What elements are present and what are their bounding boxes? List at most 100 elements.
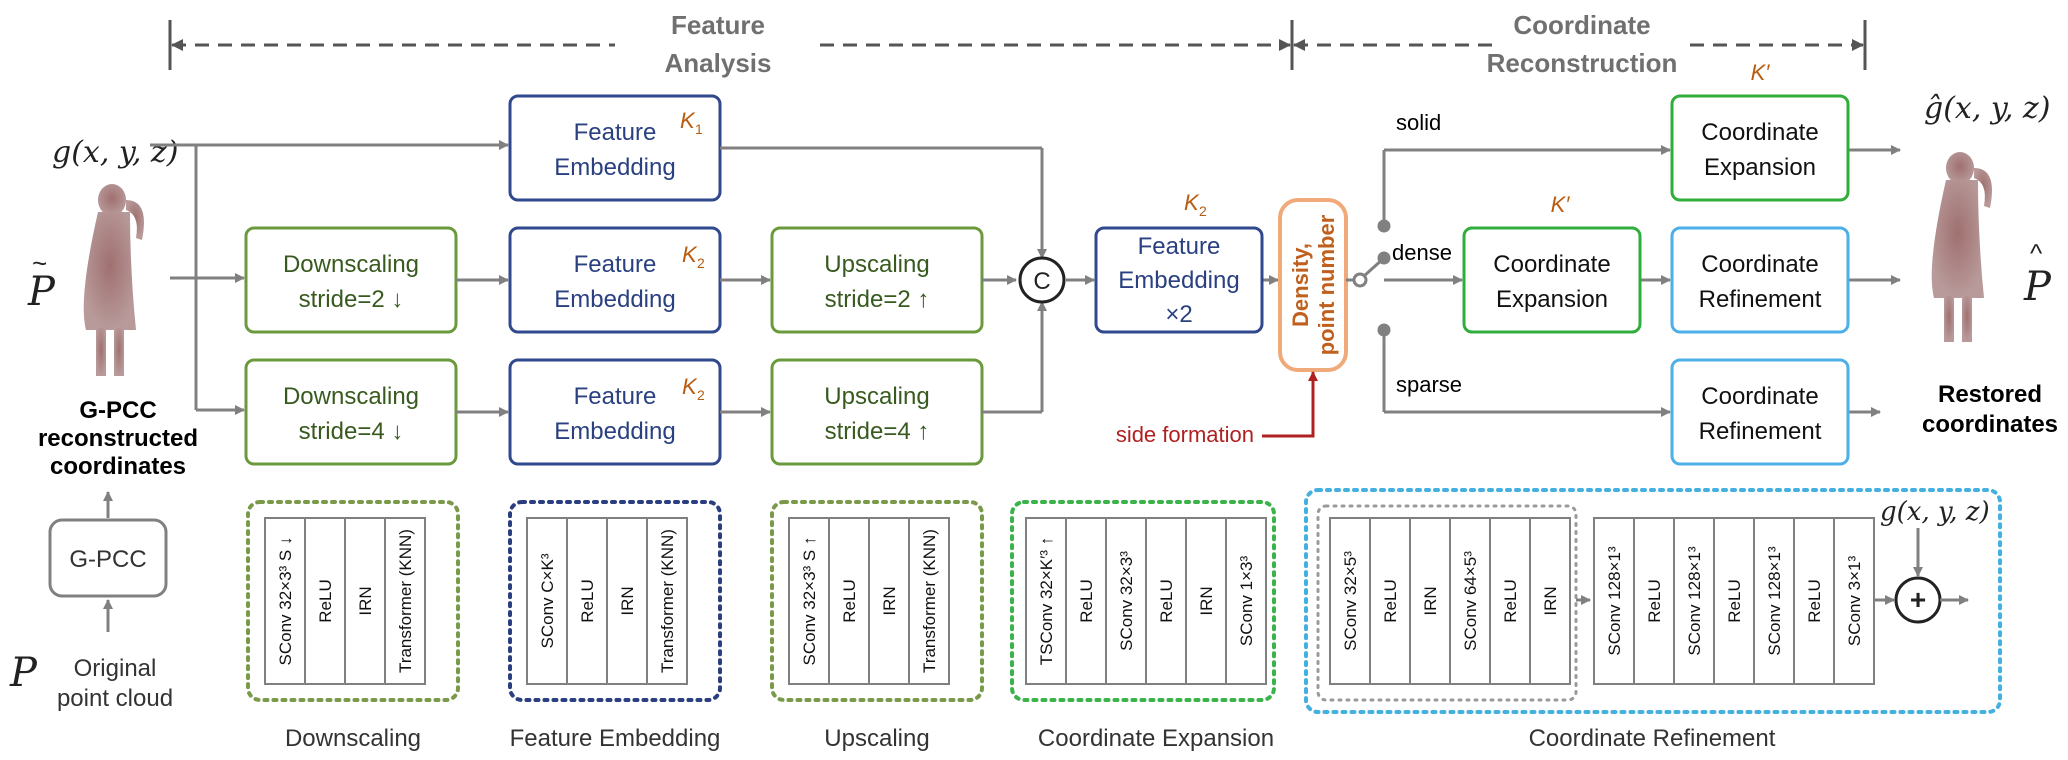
svg-text:Coordinate: Coordinate <box>1701 383 1818 410</box>
coord-exp-mid-block: Coordinate Expansion <box>1462 226 1642 334</box>
coordinate-expansion-caption: Coordinate Expansion <box>1038 725 1274 752</box>
coord-exp-top-block: Coordinate Expansion <box>1670 94 1850 202</box>
coordinate-refinement-layers-b-layer-label: SConv 128×1³ <box>1685 546 1704 655</box>
svg-text:point number: point number <box>1314 214 1339 355</box>
svg-text:Expansion: Expansion <box>1704 154 1816 181</box>
svg-text:Embedding: Embedding <box>554 154 675 181</box>
coordinate-refinement-layers-a-cell <box>1409 517 1451 685</box>
coordinate-refinement-layers-b-cell <box>1673 517 1715 685</box>
solid-label: solid <box>1396 110 1441 135</box>
gpcc-label-3: coordinates <box>50 453 186 480</box>
svg-text:K: K <box>1184 190 1200 215</box>
concat-node: C <box>1018 256 1066 304</box>
upscaling-layers-layer-label: SConv 32×3³ S ↑ <box>800 537 819 666</box>
feat-emb-mid-block: Feature Embedding <box>508 226 722 334</box>
svg-text:Downscaling: Downscaling <box>283 251 419 278</box>
downscaling-layers-cell <box>304 517 346 685</box>
coordinate-expansion-layers-layer-label: SConv 32×3³ <box>1117 551 1136 651</box>
coordinate-refinement-layers-b-cell <box>1593 517 1635 685</box>
feat-emb-top-block: Feature Embedding <box>508 94 722 202</box>
original-p: P <box>9 650 38 696</box>
feature-embedding-layers-cell <box>526 517 568 685</box>
svg-text:2: 2 <box>1199 203 1207 219</box>
svg-text:Refinement: Refinement <box>1699 286 1822 313</box>
coordinate-refinement-layers-b-layer-label: SConv 128×1³ <box>1605 546 1624 655</box>
coordinate-expansion-layers-layer-label: TSConv 32×K′³ ↑ <box>1037 537 1056 665</box>
downscaling-layers-cell <box>264 517 306 685</box>
coordinate-refinement-layers-a-layer-label: ReLU <box>1381 579 1400 622</box>
coordinate-refinement-layers-b-layer-label: ReLU <box>1725 579 1744 622</box>
coordinate-refinement-layers-b-cell <box>1713 517 1755 685</box>
coord-ref-bot-block: Coordinate Refinement <box>1670 358 1850 466</box>
svg-text:K: K <box>680 108 696 133</box>
svg-text:Density,: Density, <box>1288 243 1313 327</box>
svg-text:Upscaling: Upscaling <box>824 251 929 278</box>
coordinate-refinement-layers-a-layer-label: IRN <box>1421 586 1440 615</box>
coordinate-refinement-layers-a-layer-label: SConv 32×5³ <box>1341 551 1360 651</box>
svg-text:Downscaling: Downscaling <box>283 383 419 410</box>
gpcc-box <box>48 518 168 598</box>
svg-text:Feature: Feature <box>574 383 657 410</box>
dense-label: dense <box>1392 240 1452 265</box>
svg-text:Embedding: Embedding <box>554 418 675 445</box>
coordinate-expansion-frame <box>1010 500 1276 702</box>
svg-text:stride=4 ↓: stride=4 ↓ <box>299 418 404 445</box>
feature-embedding-caption: Feature Embedding <box>510 725 721 752</box>
downscaling-layers-layer-label: IRN <box>356 586 375 615</box>
svg-text:Embedding: Embedding <box>554 286 675 313</box>
kprime-top: K′ <box>1751 60 1771 85</box>
coordinate-refinement-layers-b-layer-label: SConv 3×1³ <box>1845 556 1864 647</box>
output-point-cloud-image <box>1931 152 1992 342</box>
upscaling-layers-layer-label: Transformer (KNN) <box>920 529 939 673</box>
coordinate-refinement-layers-a-cell <box>1529 517 1571 685</box>
svg-text:stride=2 ↓: stride=2 ↓ <box>299 286 404 313</box>
feature-embedding-layers-layer-label: Transformer (KNN) <box>658 529 677 673</box>
coordinate-refinement-frame <box>1304 488 2002 714</box>
svg-text:Feature: Feature <box>574 251 657 278</box>
section-feature-analysis: Feature Analysis <box>168 10 1294 78</box>
feature-embedding-frame <box>508 500 722 702</box>
coordinate-refinement-layers-a-cell <box>1489 517 1531 685</box>
downscaling-caption: Downscaling <box>285 725 421 752</box>
downscaling-layers-layer-label: Transformer (KNN) <box>396 529 415 673</box>
feature-analysis-title-2: Analysis <box>665 48 772 78</box>
refinement-g-xyz: g(x, y, z) <box>1880 497 1990 527</box>
input-g-xyz: g(x, y, z) <box>52 135 178 170</box>
coordinate-refinement-layers-a-layer-label: ReLU <box>1501 579 1520 622</box>
input-area: g(x, y, z) P ~ G-PCC reconstructed coord… <box>9 135 198 712</box>
row-connectors <box>456 146 1279 417</box>
svg-text:Coordinate: Coordinate <box>1701 119 1818 146</box>
gpcc-box-label: G-PCC <box>69 546 146 573</box>
up2-block: Upscaling stride=2 ↑ <box>770 226 984 334</box>
coordinate-refinement-layers-a-layer-label: IRN <box>1541 586 1560 615</box>
coordinate-refinement-layers-b-cell <box>1793 517 1835 685</box>
upscaling-layers-cell <box>908 517 950 685</box>
side-formation: side formation <box>1116 371 1318 447</box>
feature-embedding-layers-layer-label: IRN <box>618 586 637 615</box>
svg-text:Upscaling: Upscaling <box>824 383 929 410</box>
feat-emb-bot-block: Feature Embedding <box>508 358 722 466</box>
downscaling-layers-cell <box>384 517 426 685</box>
svg-text:Feature: Feature <box>574 119 657 146</box>
refinement-inner-frame <box>1316 504 1578 702</box>
coordinate-refinement-layers-b-cell <box>1833 517 1875 685</box>
upscaling-caption: Upscaling <box>824 725 929 752</box>
output-g-hat: ĝ(x, y, z) <box>1924 91 2050 126</box>
svg-text:Expansion: Expansion <box>1496 286 1608 313</box>
input-p-tilde-accent: ~ <box>32 248 47 278</box>
svg-text:2: 2 <box>697 255 705 271</box>
coordinate-expansion-layers-cell <box>1225 517 1267 685</box>
svg-text:Feature: Feature <box>1138 233 1221 260</box>
downscaling-frame <box>246 500 460 702</box>
input-p-tilde: P <box>27 269 56 315</box>
coord-ref-mid-block: Coordinate Refinement <box>1670 226 1850 334</box>
sum-node-symbol: + <box>1910 584 1926 615</box>
upscaling-frame <box>770 500 984 702</box>
coordinate-expansion-layers-layer-label: ReLU <box>1077 579 1096 622</box>
